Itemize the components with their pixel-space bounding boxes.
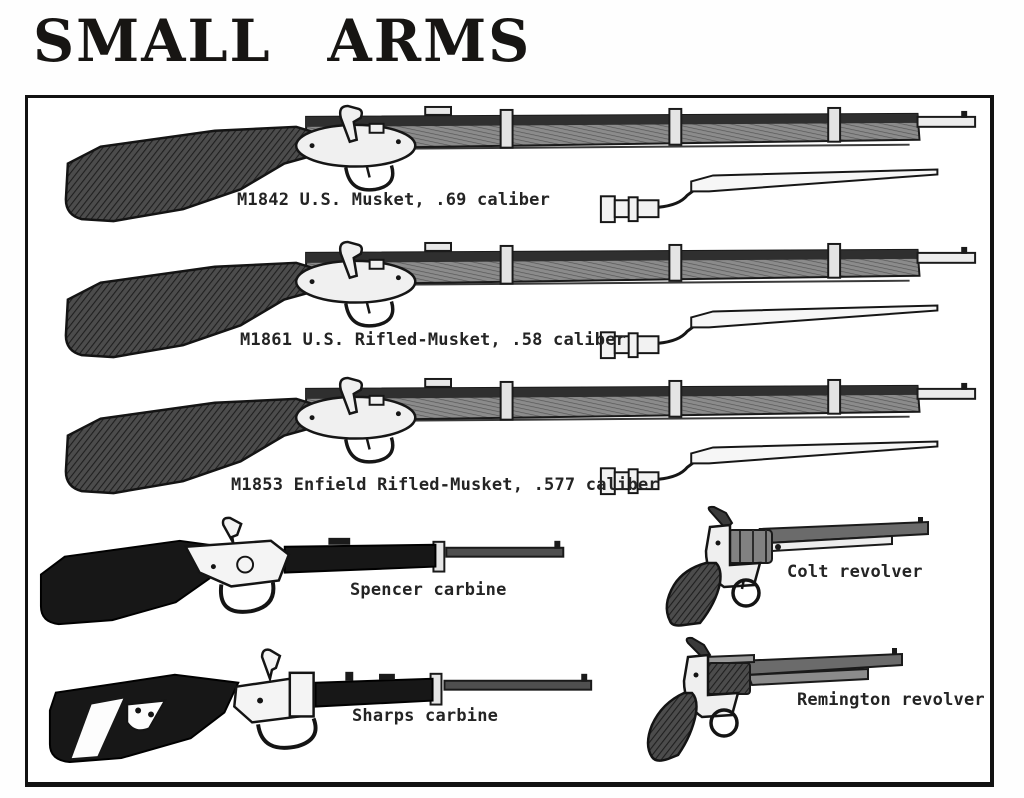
weapon-label-sharps: Sharps carbine (352, 706, 499, 726)
weapon-label-spencer: Spencer carbine (350, 580, 507, 600)
weapon-label-colt: Colt revolver (787, 562, 923, 582)
weapon-label-m1853: M1853 Enfield Rifled-Musket, .577 calibe… (231, 475, 659, 495)
spencer-carbine-illustration (35, 515, 595, 639)
weapon-label-m1861: M1861 U.S. Rifled-Musket, .58 caliber (240, 330, 627, 350)
m1861-musket-illustration (55, 238, 985, 372)
m1842-musket-illustration (55, 102, 985, 236)
weapon-label-remington: Remington revolver (797, 690, 985, 710)
weapon-label-m1842: M1842 U.S. Musket, .69 caliber (237, 190, 551, 210)
sharps-carbine-illustration (40, 645, 610, 774)
page-title: SMALL ARMS (33, 6, 532, 76)
figure-box: M1842 U.S. Musket, .69 caliber M1861 U.S… (25, 95, 994, 787)
